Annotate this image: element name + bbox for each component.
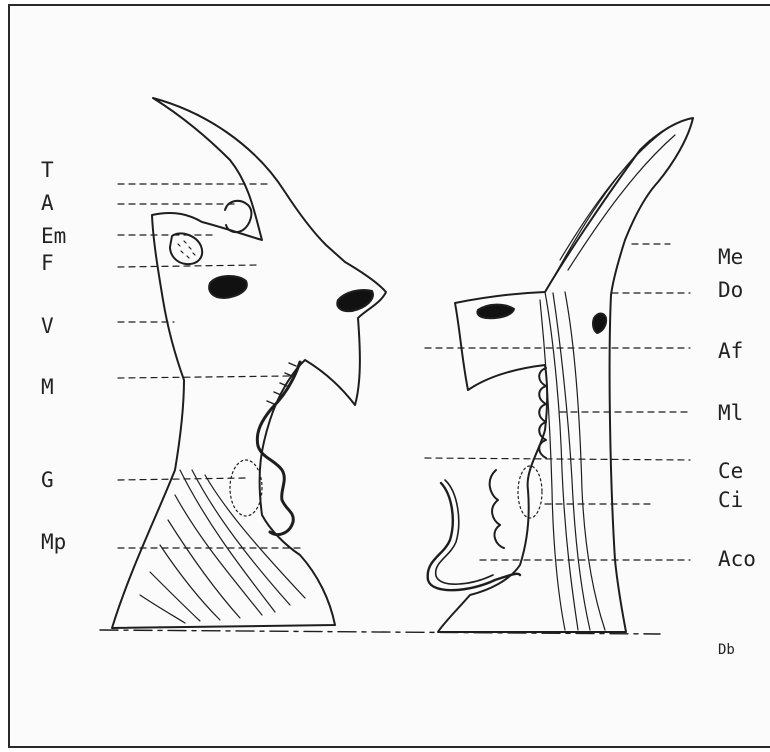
label-db: Db [718,643,735,657]
right-lobed-edge [539,368,546,458]
label-af: Af [718,341,743,362]
label-a: A [41,193,54,214]
label-ce: Ce [718,461,743,482]
left-eye-ring [170,233,202,264]
left-apex-hook [225,201,251,232]
label-aco: Aco [718,549,756,570]
label-ml: Ml [718,403,743,424]
label-mp: Mp [41,532,66,553]
label-em: Em [41,226,66,247]
label-me: Me [718,247,743,268]
label-ci: Ci [718,490,743,511]
label-t: T [41,160,54,181]
left-spiral-organ [257,362,300,535]
label-do: Do [718,280,743,301]
label-f: F [41,253,54,274]
right-pigment-spot-2 [593,314,606,334]
right-specimen-outline [438,118,693,632]
right-gland [518,466,542,518]
left-gland [230,460,262,516]
left-leader-lines [118,184,300,548]
left-pigment-spot-1 [209,276,247,298]
right-stalk-striations [540,130,675,630]
left-pigment-spot-2 [337,290,373,311]
label-m: M [41,377,54,398]
right-coiled-tube [428,483,520,590]
label-v: V [41,316,54,337]
right-leader-lines [425,244,690,560]
right-pigment-spot-1 [477,305,514,319]
label-g: G [41,470,54,491]
